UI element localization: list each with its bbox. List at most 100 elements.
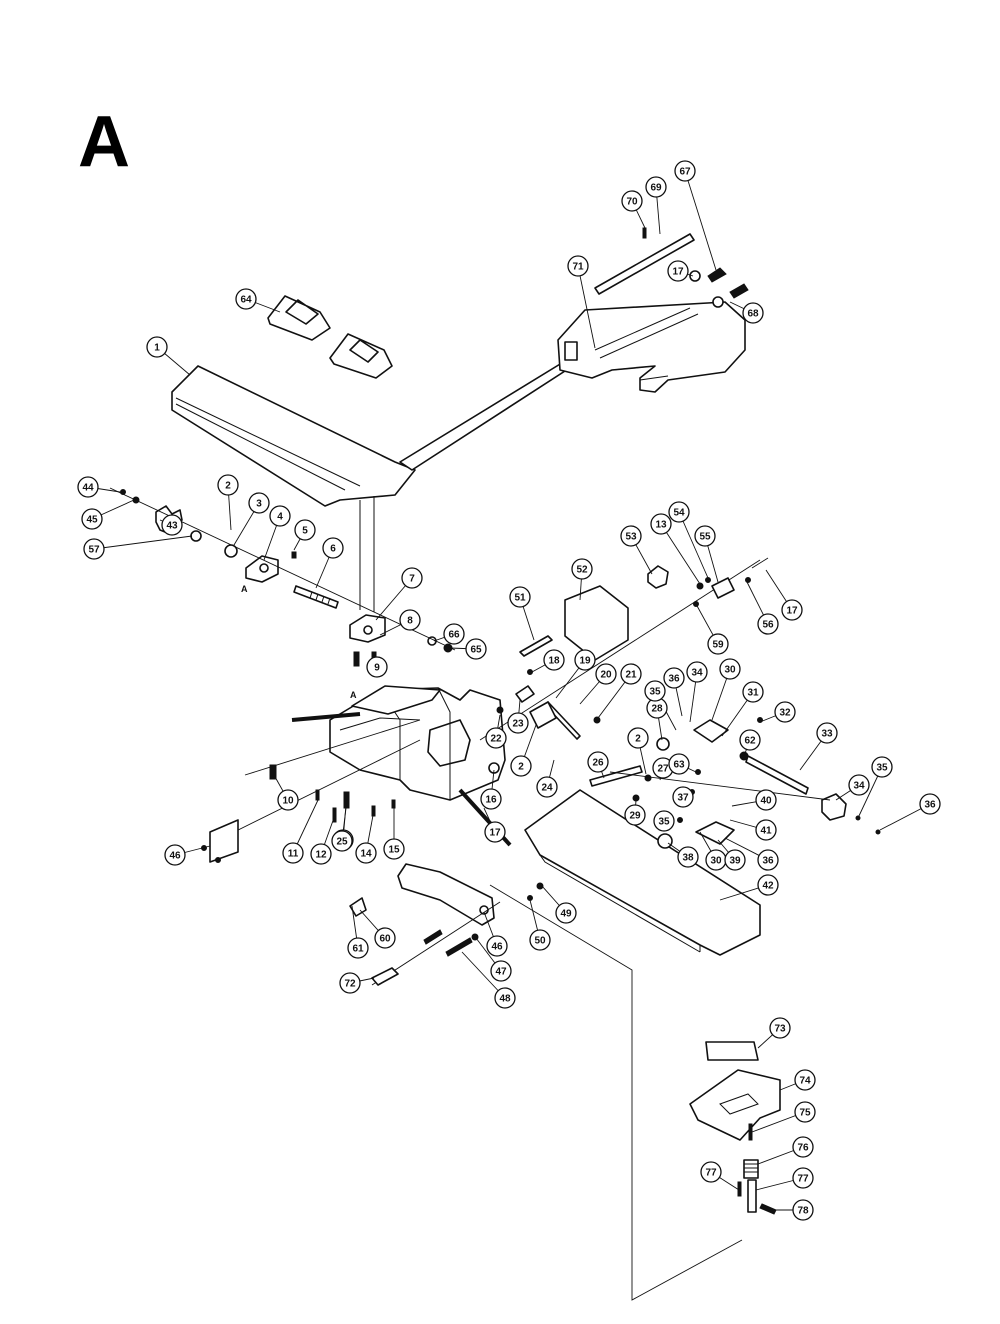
fence-tilt-block [557,301,746,393]
callout-number: 19 [579,656,591,667]
callout-number: 69 [650,183,662,194]
fence-support-post [359,496,375,612]
callout-number: 59 [712,640,724,651]
callout-number: 77 [705,1168,717,1179]
routing-line [489,884,743,1301]
callout-circle [374,927,396,949]
part-callout: 52 [571,558,593,580]
view-markers: A A [241,584,357,700]
post-76 [747,1179,757,1213]
callout-number: 65 [470,645,482,656]
callout-number: 47 [495,967,507,978]
fence-support-assembly [109,487,456,667]
nut-53 [696,582,704,590]
screw-21 [496,706,504,714]
callout-circle [620,663,642,685]
callout-number: 35 [876,763,888,774]
infeed-table-assembly [349,789,761,986]
callout-number: 34 [691,668,703,679]
part-callout: 77 [792,1167,814,1189]
callout-circle [620,525,642,547]
callout-number: 27 [657,764,669,775]
knob-52 [647,565,669,589]
leader-lines [87,170,931,1211]
callout-circle [543,649,565,671]
part-callout: 77 [700,1161,722,1183]
washer-13b [705,577,711,583]
fence-washer-46 [689,270,701,282]
callout-circle [401,567,423,589]
callout-number: 21 [625,670,637,681]
part-callout: 35 [871,756,893,778]
part-callout: 30 [719,658,741,680]
bracket-29 [693,719,729,743]
part-callout: 35 [644,680,666,702]
callout-circle [555,902,577,924]
callout-circle [510,755,532,777]
nut-20 [593,716,601,724]
callout-number: 36 [762,856,774,867]
callout-circle [536,776,558,798]
handwheel-33 [821,793,847,821]
outfeed-assembly [489,884,781,1301]
callout-circle [668,501,690,523]
callout-circle [755,819,777,841]
callout-number: 11 [288,849,299,860]
callout-circle [792,1199,814,1221]
part-callout: 44 [77,476,99,498]
callout-number: 48 [499,994,511,1005]
callout-circle [339,972,361,994]
part-callout: 14 [355,842,377,864]
part-callout: 2 [627,727,649,749]
screw-35-mid [677,817,683,823]
callout-number: 55 [699,532,711,543]
part-callout: 59 [707,633,729,655]
callout-number: 17 [786,606,798,617]
part-callout: 10 [277,789,299,811]
callout-circle [644,680,666,702]
callout-number: 35 [649,687,661,698]
part-callout: 2 [217,474,239,496]
callout-circle [700,1161,722,1183]
screw-9a [353,651,360,667]
bushing-56 [190,530,202,542]
part-callout: 63 [668,753,690,775]
part-callout: 13 [650,513,672,535]
callout-circle [627,727,649,749]
callout-number: 15 [388,845,400,856]
spring-75 [743,1159,759,1179]
part-callout: 32 [774,701,796,723]
part-callout: 5 [294,519,316,541]
callout-circle [645,176,667,198]
screw-24 [343,791,350,809]
part-callout: 70 [621,190,643,212]
callout-number: 12 [315,850,327,861]
fence-rod [594,233,695,295]
part-callout: 33 [816,722,838,744]
callout-number: 39 [729,856,741,867]
screw-48 [536,882,544,890]
part-callout: 29 [624,804,646,826]
callout-number: 13 [655,520,667,531]
infeed-table-41 [524,789,761,956]
callout-number: 33 [821,729,833,740]
callout-number: 2 [518,762,524,773]
callout-circle [621,190,643,212]
table-73-window [719,1093,759,1115]
callout-circle [792,1167,814,1189]
part-callout: 73 [769,1017,791,1039]
fence-bolt-lower [729,283,749,299]
part-callout: 78 [792,1199,814,1221]
support-block-hole [363,625,373,635]
part-callout: 68 [742,302,764,324]
callout-circle [739,729,761,751]
part-callout: 36 [663,667,685,689]
part-callout: 36 [757,849,779,871]
axis-line-right [609,771,831,801]
fence-slot [594,307,699,381]
part-callout: 43 [161,514,183,536]
callout-circle [77,476,99,498]
part-callout: 31 [742,681,764,703]
callout-circle [774,701,796,723]
